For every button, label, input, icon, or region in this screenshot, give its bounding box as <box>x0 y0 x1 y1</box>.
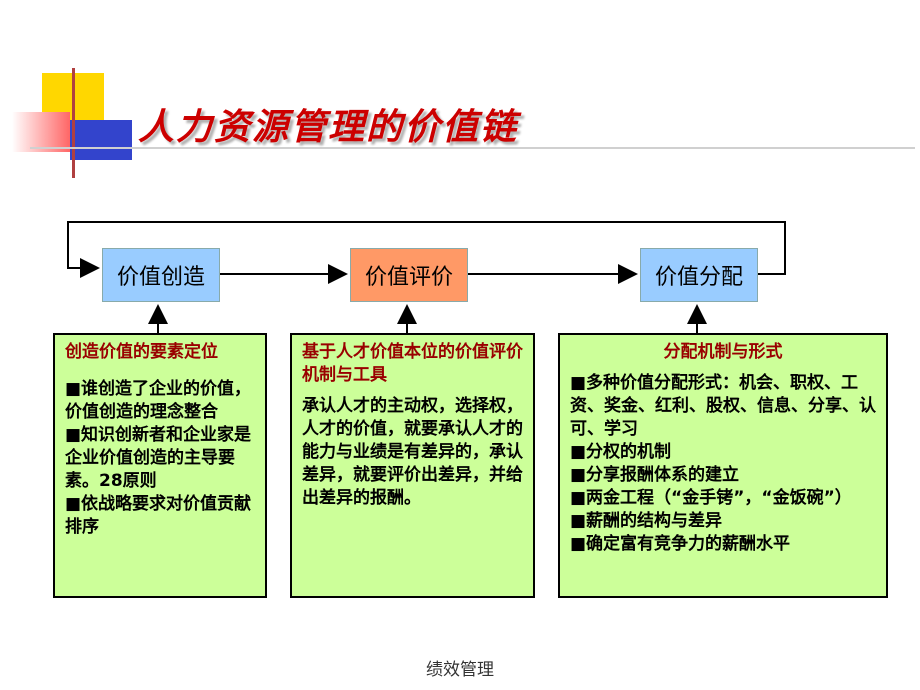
box-value-distribution: 分配机制与形式 ■多种价值分配形式：机会、职权、工资、奖金、红利、股权、信息、分… <box>558 333 888 598</box>
box-middle-heading: 基于人才价值本位的价值评价机制与工具 <box>302 342 523 385</box>
flow-box-create: 价值创造 <box>102 248 220 302</box>
page-title: 人力资源管理的价值链 <box>138 107 519 148</box>
flow-box-distribute: 价值分配 <box>640 248 758 302</box>
flow-box-evaluate: 价值评价 <box>350 248 468 302</box>
footer-text: 绩效管理 <box>426 660 494 680</box>
flow-label-create: 价值创造 <box>116 265 205 290</box>
box-right-item-3: ■分享报酬体系的建立 <box>570 465 740 485</box>
box-right-item-4: ■两金工程（“金手铐”，“金饭碗”） <box>570 488 852 508</box>
feedback-loop-line <box>67 221 786 278</box>
box-value-evaluation: 基于人才价值本位的价值评价机制与工具 承认人才的主动权，选择权，人才的价值，就要… <box>290 333 535 598</box>
box-value-creation: 创造价值的要素定位 ■谁创造了企业的价值，价值创造的理念整合 ■知识创新者和企业… <box>53 333 267 598</box>
box-left-item-2: ■知识创新者和企业家是企业价值创造的主导要素。28原则 <box>65 425 252 491</box>
deco-blue-square <box>70 120 132 160</box>
flow-label-distribute: 价值分配 <box>654 265 743 290</box>
box-right-item-2: ■分权的机制 <box>570 442 672 462</box>
box-left-heading: 创造价值的要素定位 <box>65 342 218 362</box>
deco-horizontal-line <box>30 147 915 149</box>
box-middle-body: 承认人才的主动权，选择权，人才的价值，就要承认人才的能力与业绩是有差异的，承认差… <box>302 396 523 508</box>
deco-vertical-line <box>72 68 75 178</box>
box-left-item-3: ■依战略要求对价值贡献排序 <box>65 494 252 537</box>
flow-label-evaluate: 价值评价 <box>364 265 453 290</box>
box-right-item-6: ■确定富有竞争力的薪酬水平 <box>570 534 791 554</box>
deco-pink-square <box>12 112 70 152</box>
box-left-item-1: ■谁创造了企业的价值，价值创造的理念整合 <box>65 379 252 422</box>
box-right-item-5: ■薪酬的结构与差异 <box>570 511 723 531</box>
box-right-heading: 分配机制与形式 <box>663 342 783 362</box>
box-right-item-1: ■多种价值分配形式：机会、职权、工资、奖金、红利、股权、信息、分享、认可、学习 <box>570 373 876 439</box>
